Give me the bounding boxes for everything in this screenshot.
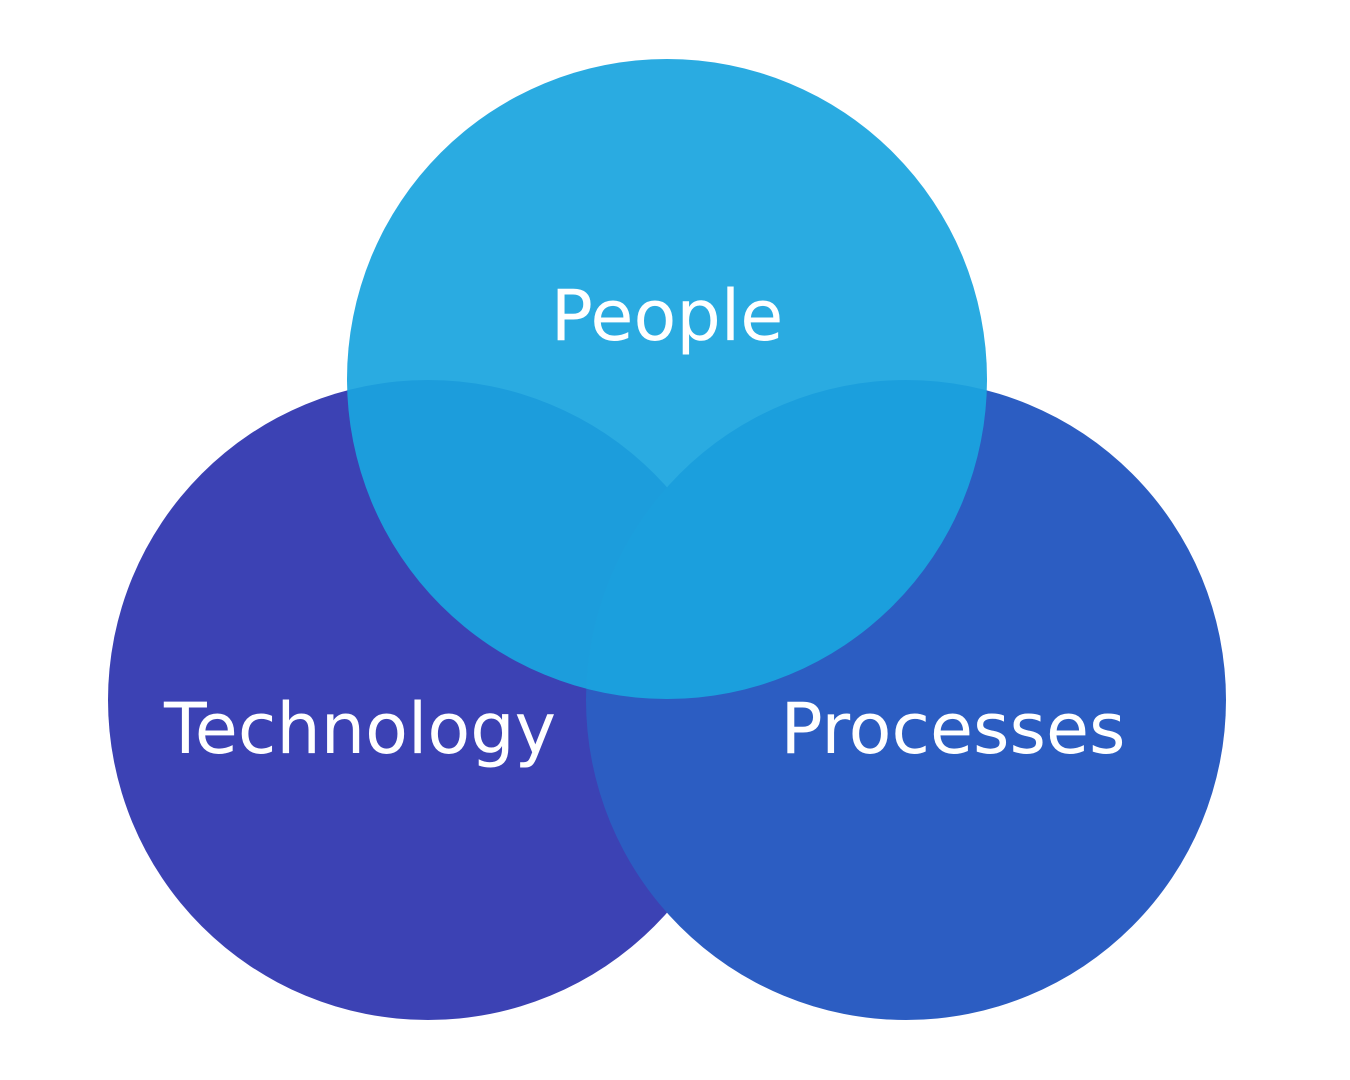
technology-label: Technology — [163, 688, 556, 770]
people-circle — [347, 59, 987, 699]
processes-label: Processes — [780, 688, 1125, 770]
labels-layer: People Technology Processes — [163, 275, 1126, 770]
people-label: People — [551, 275, 784, 357]
circles-layer — [108, 59, 1226, 1020]
